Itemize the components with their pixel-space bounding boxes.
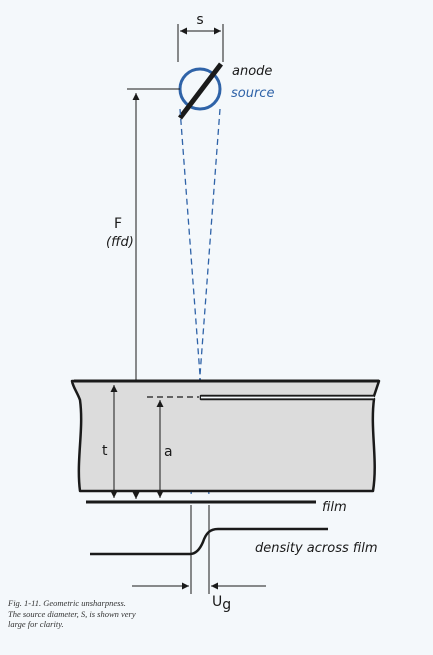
caption-line-1: Fig. 1-11. Geometric unsharpness. [8,598,126,608]
figure-caption: Fig. 1-11. Geometric unsharpness. The so… [8,598,208,630]
caption-line-3: large for clarity. [8,619,64,629]
a-label: a [164,444,173,460]
test-object [70,379,381,493]
caption-line-2: The source diameter, S, is shown very [8,608,136,619]
t-label: t [102,443,108,459]
Ug-label: Ug [212,594,231,613]
source-label: source [231,86,274,101]
s-dimension: s [177,12,224,62]
density-curve: density across film [90,527,378,556]
source-anode: anode source [178,62,274,120]
film-label: film [322,500,347,515]
a-dimension: a [156,400,173,498]
s-label: s [196,12,203,28]
film: film [86,500,347,515]
anode-line [178,62,223,120]
ffd-label: (ffd) [106,235,134,250]
density-label: density across film [255,541,378,556]
t-dimension: t [102,385,118,498]
Ug-dimension: Ug [132,505,266,613]
F-label: F [114,216,122,232]
anode-label: anode [232,64,272,79]
